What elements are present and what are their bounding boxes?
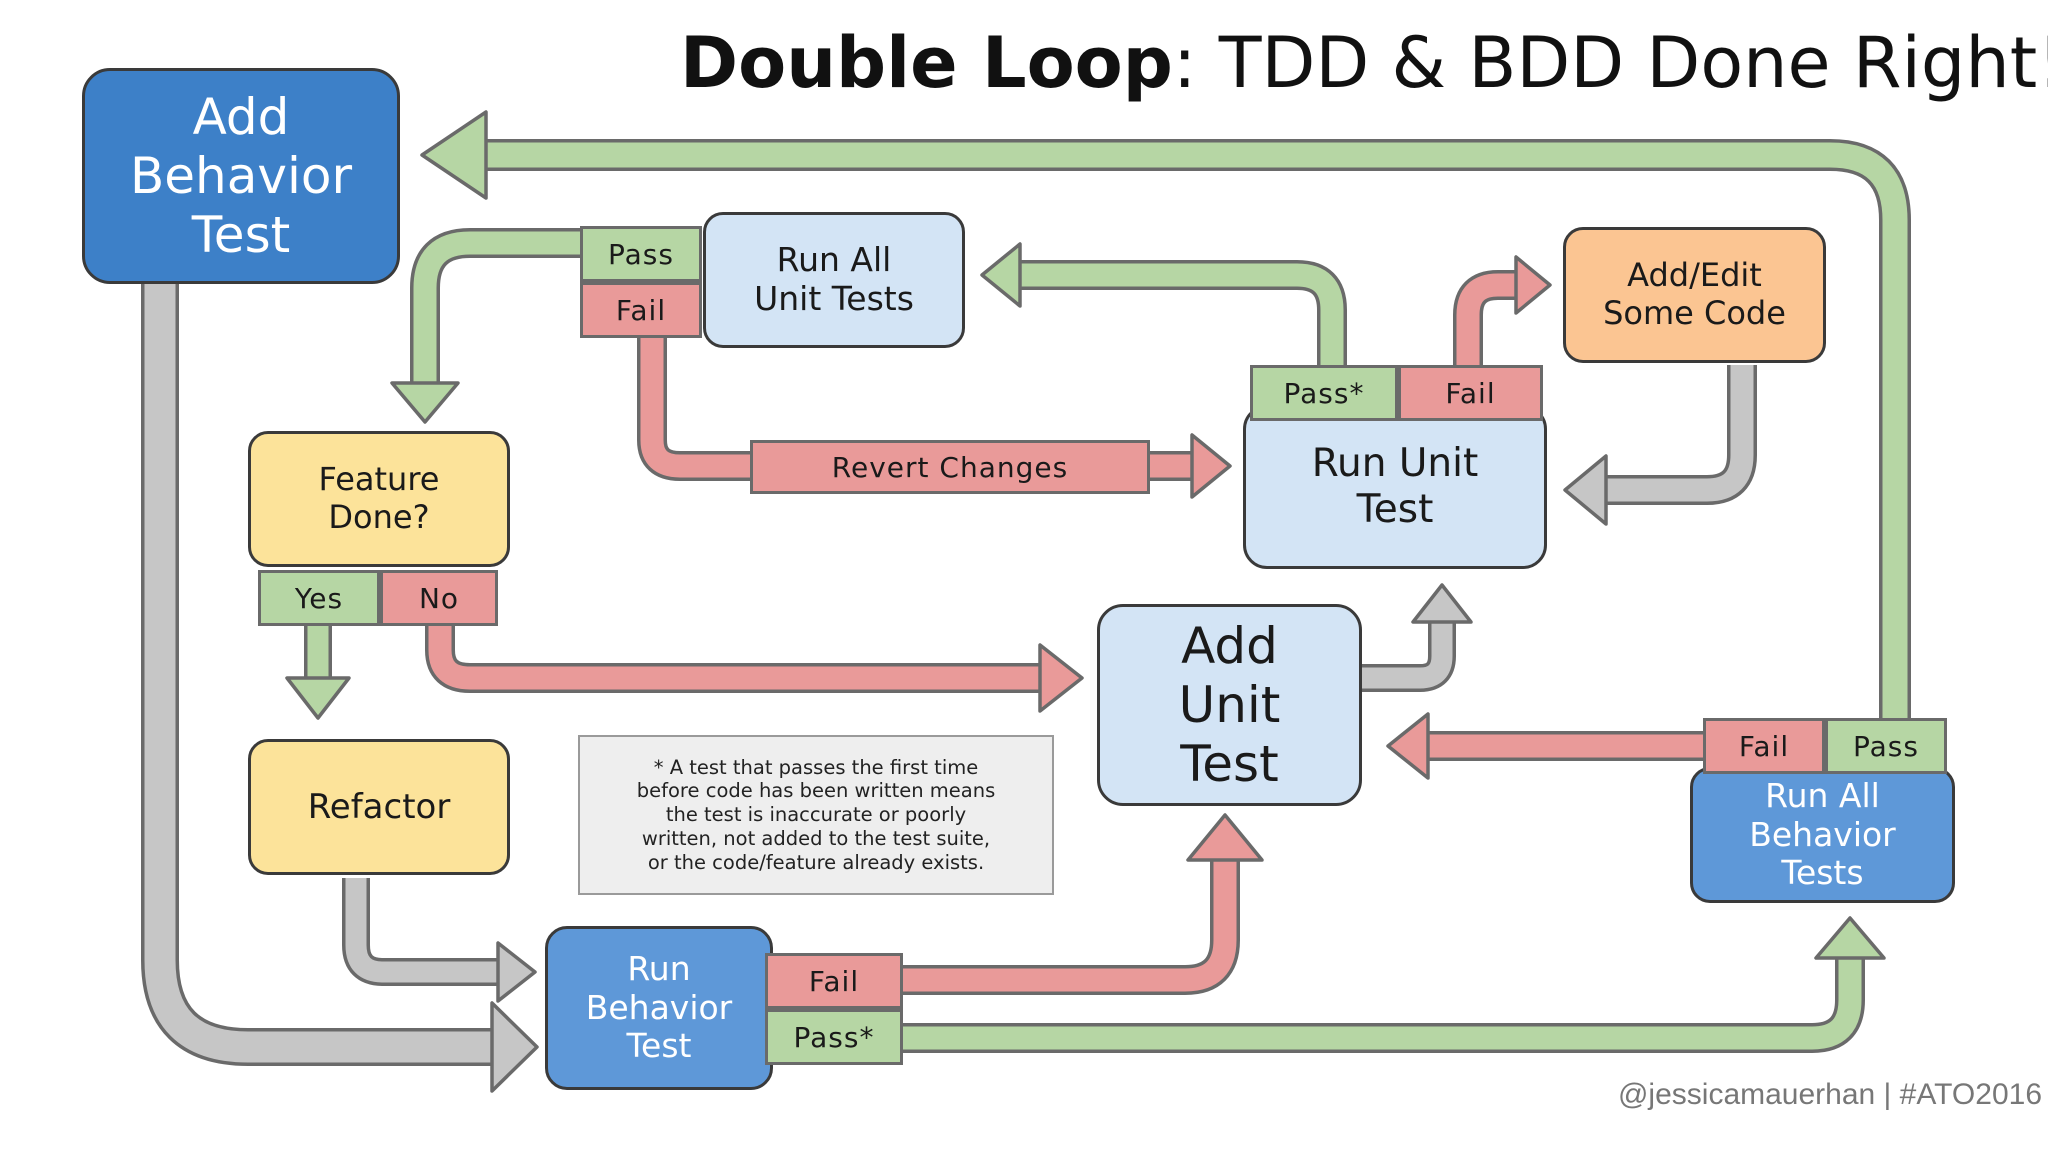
arrow-all-behavior-pass-to-add-behavior	[420, 110, 1911, 720]
node-refactor: Refactor	[248, 739, 510, 875]
node-refactor-label: Refactor	[307, 786, 451, 827]
tag-all-behavior-pass-label: Pass	[1853, 729, 1919, 763]
node-run-all-behavior-tests-label: Run All Behavior Tests	[1749, 775, 1896, 893]
tag-run-all-unit-pass-label: Pass	[608, 237, 674, 271]
node-add-edit-some-code: Add/Edit Some Code	[1563, 227, 1826, 363]
tag-run-unit-fail: Fail	[1398, 365, 1543, 421]
arrow-feature-yes-to-refactor	[285, 625, 351, 720]
arrow-behavior-pass-to-run-all-behavior	[900, 916, 1886, 1053]
node-run-unit-test: Run Unit Test	[1243, 405, 1547, 569]
arrow-feature-no-to-add-unit	[425, 625, 1084, 713]
tag-run-all-unit-fail-label: Fail	[615, 293, 667, 327]
tag-feature-no: No	[380, 570, 498, 626]
footnote: * A test that passes the first time befo…	[578, 735, 1054, 895]
arrow-unit-fail-to-add-edit-code	[1453, 255, 1552, 366]
node-run-all-behavior-tests: Run All Behavior Tests	[1690, 767, 1955, 903]
node-add-edit-some-code-label: Add/Edit Some Code	[1603, 256, 1786, 332]
tag-run-unit-fail-label: Fail	[1445, 376, 1496, 410]
tag-all-behavior-fail: Fail	[1703, 718, 1825, 774]
arrow-unit-pass-to-run-all-unit	[980, 242, 1347, 366]
node-add-unit-test-label: Add Unit Test	[1178, 616, 1281, 793]
node-run-all-unit-tests-label: Run All Unit Tests	[754, 240, 914, 318]
tag-behavior-fail-label: Fail	[808, 964, 860, 998]
tag-feature-yes: Yes	[258, 570, 380, 626]
node-add-unit-test: Add Unit Test	[1097, 604, 1362, 806]
tag-feature-yes-label: Yes	[294, 581, 344, 615]
tag-feature-no-label: No	[418, 581, 460, 615]
tag-run-unit-pass-label: Pass*	[1283, 376, 1365, 410]
tag-revert-changes-label: Revert Changes	[831, 450, 1069, 484]
node-run-unit-test-label: Run Unit Test	[1311, 440, 1479, 532]
node-run-all-unit-tests: Run All Unit Tests	[703, 212, 965, 348]
tag-revert-changes: Revert Changes	[750, 440, 1150, 494]
title-bold: Double Loop	[680, 22, 1173, 104]
node-run-behavior-test: Run Behavior Test	[545, 926, 773, 1090]
arrow-run-all-unit-fail-to-revert	[637, 335, 1232, 499]
tag-behavior-pass: Pass*	[765, 1009, 903, 1065]
tag-run-all-unit-pass: Pass	[580, 226, 702, 282]
arrow-add-edit-to-run-unit	[1563, 365, 1757, 526]
credit-handle: @jessicamauerhan | #ATO2016	[1617, 1078, 2042, 1111]
node-run-behavior-test-label: Run Behavior Test	[585, 948, 733, 1066]
node-feature-done: Feature Done?	[248, 431, 510, 567]
arrow-all-behavior-fail-to-add-unit	[1386, 712, 1705, 780]
diagram-title: Double Loop: TDD & BDD Done Right!	[680, 22, 2048, 112]
tag-run-all-unit-fail: Fail	[580, 282, 702, 338]
tag-all-behavior-fail-label: Fail	[1738, 729, 1790, 763]
arrow-behavior-fail-to-add-unit	[900, 813, 1264, 995]
arrow-add-behavior-to-run-behavior	[141, 280, 539, 1093]
footnote-text: * A test that passes the first time befo…	[636, 755, 996, 874]
node-add-behavior-test-label: Add Behavior Test	[129, 87, 353, 264]
node-feature-done-label: Feature Done?	[318, 460, 440, 536]
arrow-run-all-unit-pass-to-feature-done	[390, 228, 582, 424]
node-add-behavior-test: Add Behavior Test	[82, 68, 400, 284]
arrow-refactor-to-run-behavior	[342, 878, 537, 1003]
title-rest: : TDD & BDD Done Right!	[1172, 22, 2048, 104]
arrow-add-unit-to-run-unit	[1362, 583, 1473, 692]
tag-behavior-fail: Fail	[765, 953, 903, 1009]
tag-behavior-pass-label: Pass*	[793, 1020, 875, 1054]
tag-run-unit-pass: Pass*	[1250, 365, 1398, 421]
tag-all-behavior-pass: Pass	[1825, 718, 1947, 774]
